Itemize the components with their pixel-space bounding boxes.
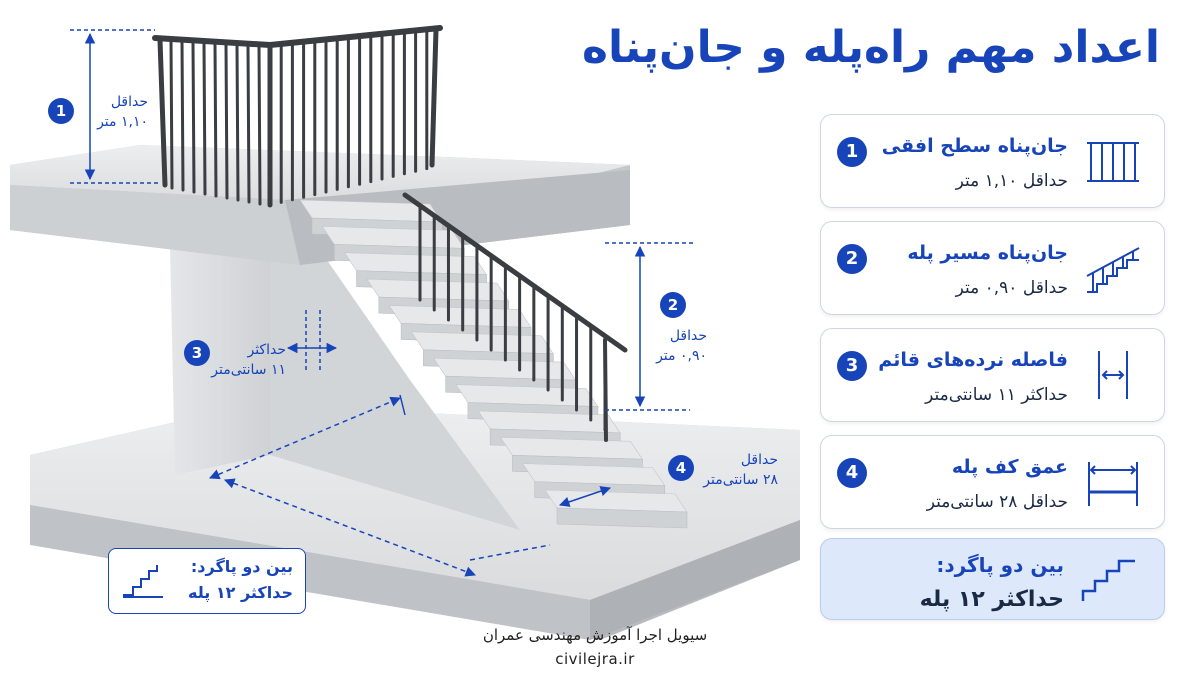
card-subtitle: حداکثر ۱۲ پله — [919, 587, 1064, 612]
card-title: بین دو پاگرد: — [936, 553, 1064, 577]
footer-url[interactable]: civilejra.ir — [555, 650, 635, 668]
dimension-4 — [559, 486, 611, 507]
annotation-3-line1: حداکثر — [247, 342, 286, 358]
annotation-4-line2: ۲۸ سانتی‌متر — [703, 472, 778, 488]
card-number: 4 — [837, 458, 867, 488]
card-number: 2 — [837, 244, 867, 274]
baluster — [213, 42, 218, 198]
card-tread-depth: 4 عمق کف پله حداقل ۲۸ سانتی‌متر — [820, 435, 1165, 529]
card-title: جان‌پناه مسیر پله — [907, 242, 1068, 264]
baluster — [246, 44, 251, 204]
stair-railing-icon — [1086, 247, 1140, 293]
annotation-3-label: حداکثر ۱۱ سانتی‌متر — [206, 340, 286, 380]
card-number: 1 — [837, 137, 867, 167]
card-title: عمق کف پله — [951, 456, 1068, 478]
card-landing-steps: بین دو پاگرد: حداکثر ۱۲ پله — [820, 538, 1165, 620]
baluster — [191, 40, 196, 194]
stair-illustration — [10, 25, 800, 640]
baluster — [235, 43, 240, 202]
annotation-4-badge: 4 — [668, 455, 694, 481]
landing-railing — [152, 25, 443, 208]
card-horizontal-railing: 1 جان‌پناه سطح افقی حداقل ۱,۱۰ متر — [820, 114, 1165, 208]
callout-line1: بین دو پاگرد: — [190, 557, 293, 576]
card-title: فاصله نرده‌های قائم — [878, 349, 1068, 371]
card-number: 3 — [837, 351, 867, 381]
baluster — [180, 39, 185, 192]
annotation-1-badge: 1 — [48, 98, 74, 124]
annotation-1-label: حداقل ۱,۱۰ متر — [97, 92, 148, 132]
card-subtitle: حداقل ۱,۱۰ متر — [955, 171, 1068, 191]
annotation-2-label: حداقل ۰,۹۰ متر — [655, 326, 707, 366]
step-riser — [556, 507, 688, 529]
horizontal-railing-icon — [1087, 142, 1139, 182]
baluster — [224, 42, 229, 200]
card-subtitle: حداقل ۰,۹۰ متر — [955, 278, 1068, 298]
annotation-2-line2: ۰,۹۰ متر — [656, 348, 707, 364]
page-title: اعداد مهم راه‌پله و جان‌پناه — [582, 22, 1160, 73]
baluster — [202, 41, 207, 196]
landing-distance — [209, 394, 551, 577]
card-stair-railing: 2 جان‌پناه مسیر پله حداقل ۰,۹۰ متر — [820, 221, 1165, 315]
footer-brand: سیویل اجرا آموزش مهندسی عمران — [482, 626, 708, 644]
card-subtitle: حداکثر ۱۱ سانتی‌متر — [925, 385, 1068, 405]
stair-railing — [402, 192, 628, 442]
card-title: جان‌پناه سطح افقی — [881, 135, 1068, 157]
baluster-gap-icon — [1098, 351, 1128, 399]
annotation-4-label: حداقل ۲۸ سانتی‌متر — [692, 450, 778, 490]
stairs-icon — [123, 565, 163, 598]
baluster — [169, 39, 174, 190]
annotation-3-badge: 3 — [184, 340, 210, 366]
annotation-4-line1: حداقل — [740, 452, 778, 468]
callout-line2: حداکثر ۱۲ پله — [188, 583, 293, 602]
dimension-2 — [605, 242, 695, 411]
stairs-icon — [1081, 559, 1135, 601]
card-subtitle: حداقل ۲۸ سانتی‌متر — [926, 492, 1068, 512]
dimension-1 — [70, 29, 160, 184]
tread-depth-icon — [1088, 462, 1138, 506]
annotation-2-line1: حداقل — [669, 328, 707, 344]
landing-callout: بین دو پاگرد: حداکثر ۱۲ پله — [108, 548, 306, 614]
annotation-1-line2: ۱,۱۰ متر — [97, 114, 148, 130]
baluster — [257, 44, 262, 206]
card-baluster-gap: 3 فاصله نرده‌های قائم حداکثر ۱۱ سانتی‌مت… — [820, 328, 1165, 422]
dimension-3 — [286, 310, 338, 372]
annotation-2-badge: 2 — [660, 292, 686, 318]
annotation-3-line2: ۱۱ سانتی‌متر — [211, 362, 286, 378]
annotation-1-line1: حداقل — [110, 94, 148, 110]
